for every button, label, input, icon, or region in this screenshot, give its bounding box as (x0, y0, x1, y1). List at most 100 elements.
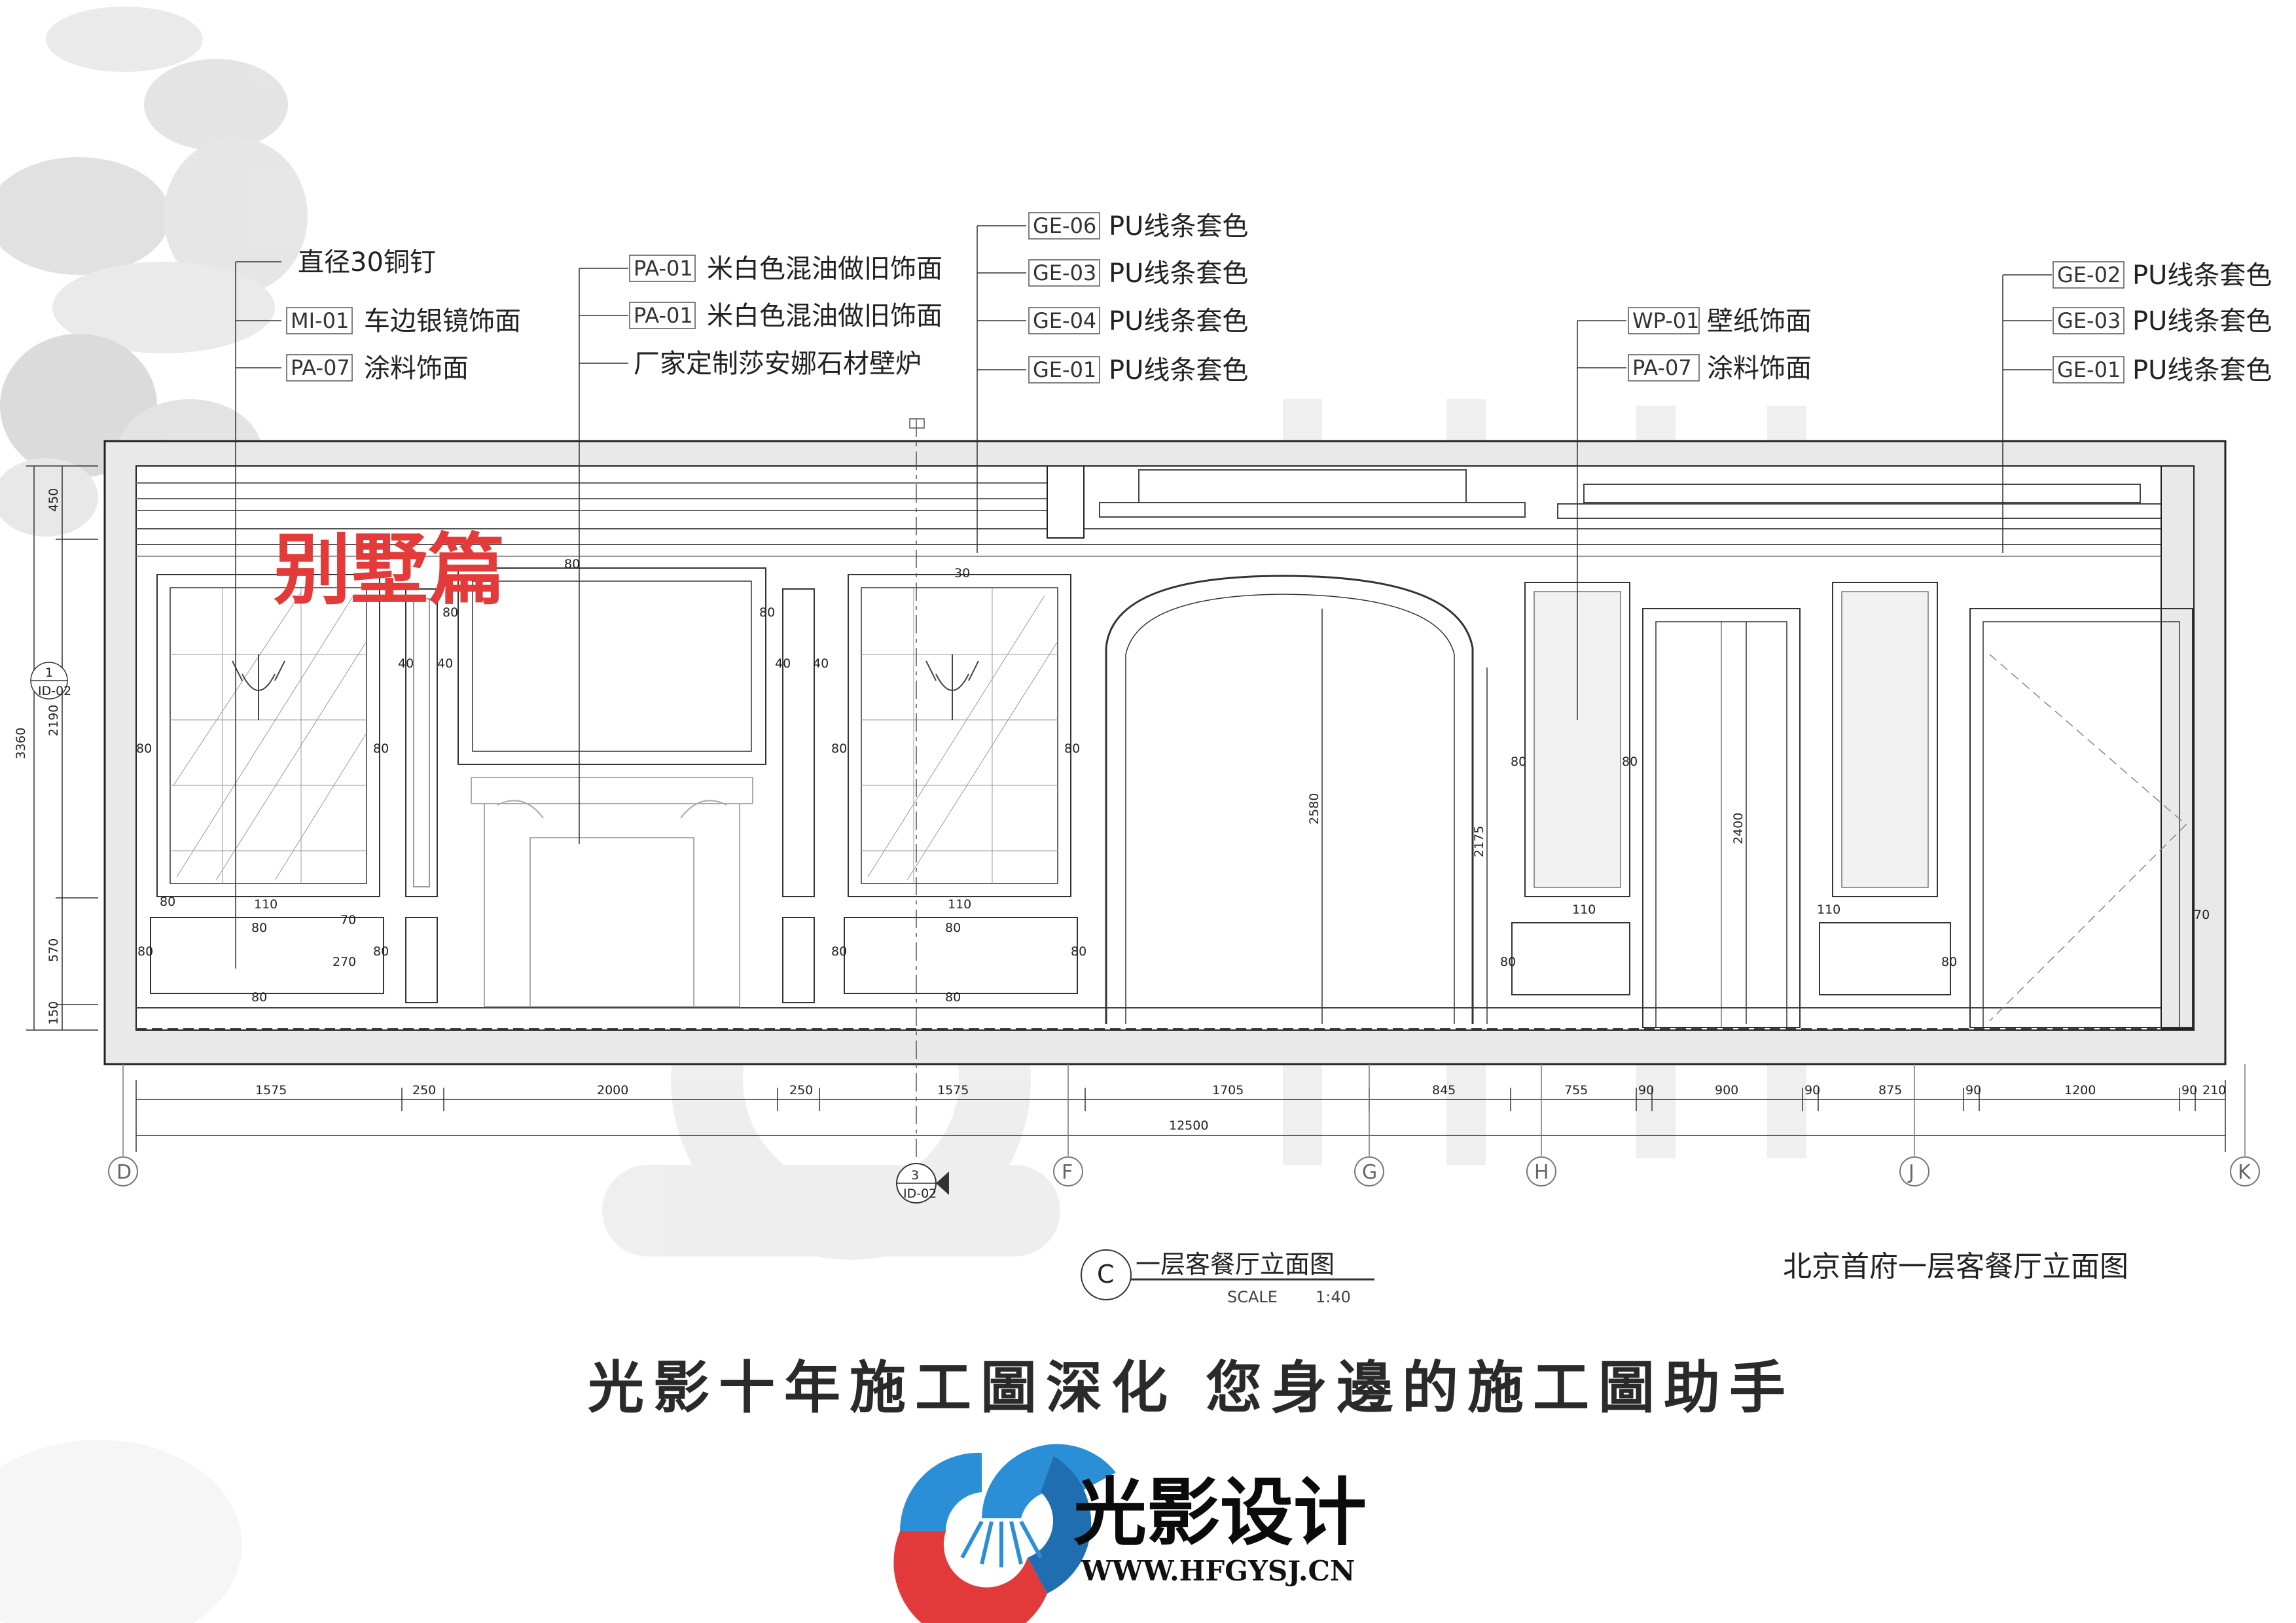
callout-text: 米白色混油做旧饰面 (707, 301, 942, 331)
dim-segment: 90 (1804, 1083, 1820, 1097)
callout-code: PA-01 (634, 256, 693, 281)
callout-text: PU线条套色 (2132, 355, 2272, 385)
dim-label: 70 (340, 913, 356, 927)
section-tag: 1 (45, 666, 53, 680)
section-ref: ID-02 (903, 1186, 937, 1201)
dim-segment: 210 (2202, 1083, 2226, 1097)
callout-code: GE-03 (1033, 260, 1096, 285)
callouts-right: GE-02 PU线条套色 GE-03 PU线条套色 GE-01 PU线条套色 (2053, 260, 2272, 385)
callouts-center: PA-01 米白色混油做旧饰面 PA-01 米白色混油做旧饰面 厂家定制莎安娜石… (629, 254, 942, 379)
dim-segment: 570 (46, 938, 61, 962)
callout-code: PA-01 (634, 303, 693, 328)
grid-marker: D (117, 1161, 132, 1184)
dim-label: 80 (442, 605, 458, 620)
dim-segment: 900 (1715, 1083, 1738, 1097)
dim-segment: 2000 (597, 1083, 628, 1097)
dim-label: 80 (373, 741, 389, 756)
callout-text: PU线条套色 (1109, 259, 1248, 289)
dim-label: 270 (332, 955, 356, 969)
dim-label: 80 (1500, 955, 1516, 969)
dim-segment: 2190 (46, 705, 61, 736)
dim-segment: 755 (1564, 1083, 1588, 1097)
bottom-dimension-lines (135, 1080, 2226, 1152)
callout-text: 涂料饰面 (364, 353, 469, 383)
callout-text: PU线条套色 (1109, 306, 1248, 336)
callout-text: PU线条套色 (1109, 355, 1248, 385)
wall-sconce (232, 654, 979, 720)
dim-segment: 875 (1878, 1083, 1902, 1097)
grid-marker: G (1362, 1161, 1377, 1184)
callout-text: 直径30铜钉 (298, 247, 436, 277)
dim-height: 2175 (1472, 826, 1486, 857)
brand-name: 光影设计 (1073, 1471, 1367, 1556)
callout-text: 厂家定制莎安娜石材壁炉 (634, 349, 922, 379)
dim-label: 80 (136, 741, 152, 756)
dim-label: 80 (759, 605, 775, 620)
dim-label: 40 (813, 656, 829, 671)
grid-marker: J (1907, 1161, 1914, 1184)
dim-segment: 1705 (1212, 1083, 1244, 1097)
dim-label: 80 (251, 990, 267, 1005)
grid-marker: H (1534, 1161, 1549, 1184)
callout-code: GE-06 (1033, 213, 1096, 238)
grid-marker: K (2238, 1161, 2251, 1184)
bottom-dimension-labels: 1575 250 2000 250 1575 1705 845 755 90 9… (255, 1083, 2226, 1133)
callout-text: 米白色混油做旧饰面 (707, 254, 942, 284)
dim-label: 40 (437, 656, 453, 671)
callout-text: 涂料饰面 (1707, 353, 1812, 383)
dim-label: 80 (251, 921, 267, 935)
dim-segment: 250 (412, 1083, 436, 1097)
callout-leaders (235, 225, 2052, 969)
brand-logo: 光影设计 WWW.HFGYSJ.CN (893, 1444, 1367, 1623)
dim-segment: 1200 (2064, 1083, 2096, 1097)
grid-lines (122, 1064, 2246, 1156)
callout-code: WP-01 (1632, 308, 1700, 333)
vertical-dim-labels: 3360 450 2190 570 150 1 ID-02 (14, 488, 71, 1025)
callouts-wp: WP-01 壁纸饰面 PA-07 涂料饰面 (1628, 306, 1812, 383)
vertical-dimensions (26, 465, 98, 1031)
dim-segment: 250 (789, 1083, 813, 1097)
callout-code: GE-01 (2057, 357, 2121, 382)
stamp-text: 别墅篇 (274, 524, 505, 615)
dim-label: 80 (564, 557, 580, 571)
dim-segment: 1575 (255, 1083, 287, 1097)
dim-label: 80 (373, 944, 389, 959)
dim-label: 40 (398, 656, 414, 671)
section-marker: 3 ID-02 (896, 418, 949, 1204)
dim-label: 80 (1511, 755, 1526, 769)
dim-label: 80 (945, 990, 961, 1005)
callout-code: GE-01 (1033, 357, 1096, 382)
scale-label: SCALE (1227, 1288, 1278, 1306)
callout-code: PA-07 (1632, 355, 1692, 380)
fireplace (471, 777, 753, 1007)
dim-total: 12500 (1169, 1118, 1208, 1133)
grid-markers: D F G H J K (108, 1156, 2260, 1186)
dim-label: 80 (831, 944, 847, 959)
dim-segment: 90 (1638, 1083, 1654, 1097)
grid-marker: F (1062, 1161, 1073, 1184)
dim-label: 110 (1817, 902, 1840, 917)
dim-label: 80 (831, 741, 847, 756)
dim-segment: 90 (2181, 1083, 2197, 1097)
dim-label: 110 (948, 897, 971, 912)
dim-label: 110 (254, 897, 278, 912)
inner-dimension-labels: 80 80 40 40 80 80 80 30 40 40 80 80 80 1… (136, 557, 2210, 1005)
scale-value: 1:40 (1316, 1288, 1351, 1306)
dim-label: 80 (945, 921, 961, 935)
dim-segment: 150 (46, 1001, 61, 1025)
dim-label: 80 (1071, 944, 1086, 959)
callouts-ge: GE-06 PU线条套色 GE-03 PU线条套色 GE-04 PU线条套色 G… (1028, 211, 1248, 385)
callout-code: GE-02 (2057, 262, 2121, 287)
dim-label: 80 (1064, 741, 1080, 756)
dim-label: 40 (775, 656, 791, 671)
dim-height: 2580 (1307, 793, 1321, 825)
dim-label: 30 (954, 566, 970, 580)
dim-label: 110 (1572, 902, 1596, 917)
section-ref: ID-02 (38, 684, 71, 698)
dim-segment: 1575 (937, 1083, 969, 1097)
callout-text: 壁纸饰面 (1707, 306, 1812, 336)
section-num: 3 (911, 1168, 919, 1183)
callout-code: PA-07 (291, 355, 350, 380)
dim-label: 70 (2194, 908, 2210, 922)
